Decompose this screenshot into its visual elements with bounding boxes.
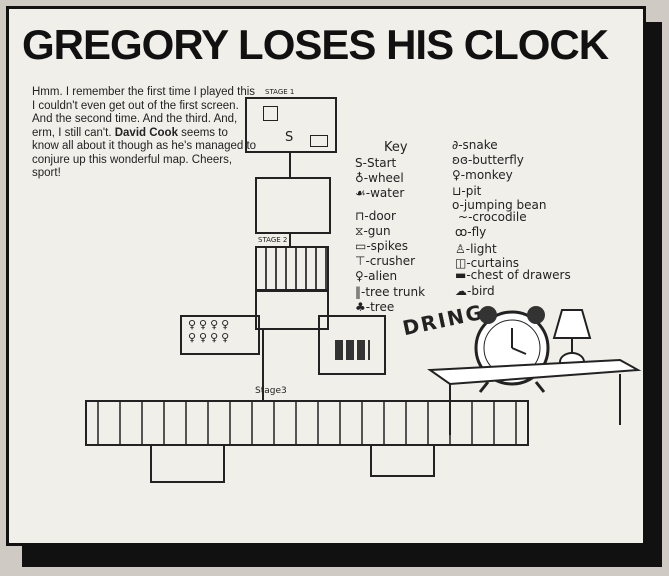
snake-icon: ∂ xyxy=(452,138,459,152)
author-name: David Cook xyxy=(114,126,178,139)
pit-icon: ⊔ xyxy=(452,184,462,198)
key-label: -tree xyxy=(365,300,395,314)
alien-icon: ♀♀♀♀♀♀♀♀ xyxy=(188,318,233,344)
curtains-icon: ◫ xyxy=(455,256,467,270)
key-label: -snake xyxy=(458,138,498,152)
chest-of-drawers-icon xyxy=(310,135,328,147)
gun-icon: ⧖ xyxy=(355,224,364,238)
key-item: o-jumping bean xyxy=(452,198,546,212)
key-label: -curtains xyxy=(466,256,520,270)
key-item: ⊤-crusher xyxy=(355,254,415,268)
key-item: ♙-light xyxy=(455,242,497,256)
crusher-room xyxy=(318,315,386,375)
map-connector xyxy=(262,330,264,402)
key-item: ◫-curtains xyxy=(455,256,519,270)
key-label: -monkey xyxy=(460,168,513,182)
key-label: -pit xyxy=(461,184,482,198)
start-marker: S xyxy=(285,130,294,145)
crocodile-icon: ~ xyxy=(458,210,469,224)
door-icon: ⊓ xyxy=(355,209,365,223)
wheel-icon: ♁ xyxy=(355,171,364,185)
stage3-label: Stage3 xyxy=(255,386,287,396)
key-label: -gun xyxy=(363,224,391,238)
stage2-room xyxy=(255,246,329,291)
key-label: -spikes xyxy=(366,239,409,253)
key-label: -wheel xyxy=(363,171,404,185)
key-item: ~-crocodile xyxy=(458,210,527,224)
light-icon: ♙ xyxy=(455,242,466,256)
key-item: ♀-alien xyxy=(355,269,397,283)
chest-of-drawers-icon: ▬ xyxy=(455,268,467,282)
key-label: -crusher xyxy=(365,254,416,268)
stage1-room xyxy=(245,97,337,153)
stage1-label: STAGE 1 xyxy=(265,88,295,96)
clock-on-table-icon xyxy=(427,306,642,435)
key-item: ☁-bird xyxy=(455,284,495,298)
pit-icon xyxy=(370,445,435,477)
key-item: ‖-tree trunk xyxy=(355,285,425,299)
stage2-label: STAGE 2 xyxy=(258,236,288,244)
spikes-icon: ▭ xyxy=(355,239,367,253)
alien-room xyxy=(180,315,260,355)
key-item: ▬-chest of drawers xyxy=(455,268,571,282)
key-item: ⊓-door xyxy=(355,209,396,223)
key-item: ꝏ-fly xyxy=(455,225,486,239)
tree-icon: ♣ xyxy=(355,300,366,314)
key-item: ∂-snake xyxy=(452,138,498,152)
key-label: -alien xyxy=(363,269,398,283)
pit-icon xyxy=(150,445,225,483)
alien-icon: ♀ xyxy=(355,269,364,283)
key-label: -water xyxy=(365,186,405,200)
crusher-icon: ⊤ xyxy=(355,254,366,268)
key-label: -fly xyxy=(467,225,487,239)
key-heading: Key xyxy=(384,140,408,155)
key-label: -chest of drawers xyxy=(466,268,571,282)
water-icon: ☙ xyxy=(355,186,366,200)
key-item: ⧖-gun xyxy=(355,224,391,239)
map-connector xyxy=(289,234,291,246)
room xyxy=(255,290,329,330)
crusher-icon xyxy=(335,340,370,360)
page-title: GREGORY LOSES HIS CLOCK xyxy=(22,21,609,68)
key-item: ▭-spikes xyxy=(355,239,408,253)
tree-trunk-icon: ‖ xyxy=(355,285,361,299)
key-item: ♁-wheel xyxy=(355,171,404,185)
monkey-icon: ♀ xyxy=(452,168,461,182)
jumping-bean-icon: o xyxy=(452,198,460,212)
key-item: S-Start xyxy=(355,156,397,170)
map-connector xyxy=(289,152,291,178)
bird-icon: ☁ xyxy=(455,284,467,298)
key-label: -door xyxy=(364,209,396,223)
intro-text: Hmm. I remember the first time I played … xyxy=(32,86,257,181)
key-label: -jumping bean xyxy=(459,198,547,212)
key-label: -bird xyxy=(467,284,495,298)
key-item: ʚɞ-butterfly xyxy=(452,153,524,167)
key-item: ☙-water xyxy=(355,186,404,200)
fly-icon: ꝏ xyxy=(455,225,468,239)
key-label: -butterfly xyxy=(467,153,524,167)
key-item: ⊔-pit xyxy=(452,184,481,198)
key-item: ♣-tree xyxy=(355,300,394,314)
room xyxy=(255,177,331,234)
intro-text-part: Hmm. I remember the first time I played … xyxy=(32,86,256,139)
curtains-icon xyxy=(263,106,278,121)
key-label: -crocodile xyxy=(468,210,527,224)
key-label: -light xyxy=(465,242,497,256)
stage3-room xyxy=(85,400,529,446)
key-item: ♀-monkey xyxy=(452,168,513,182)
intro-text-part: seems to know all about it though as he'… xyxy=(32,126,257,180)
key-label: -tree trunk xyxy=(361,285,426,299)
butterfly-icon: ʚɞ xyxy=(452,153,468,167)
